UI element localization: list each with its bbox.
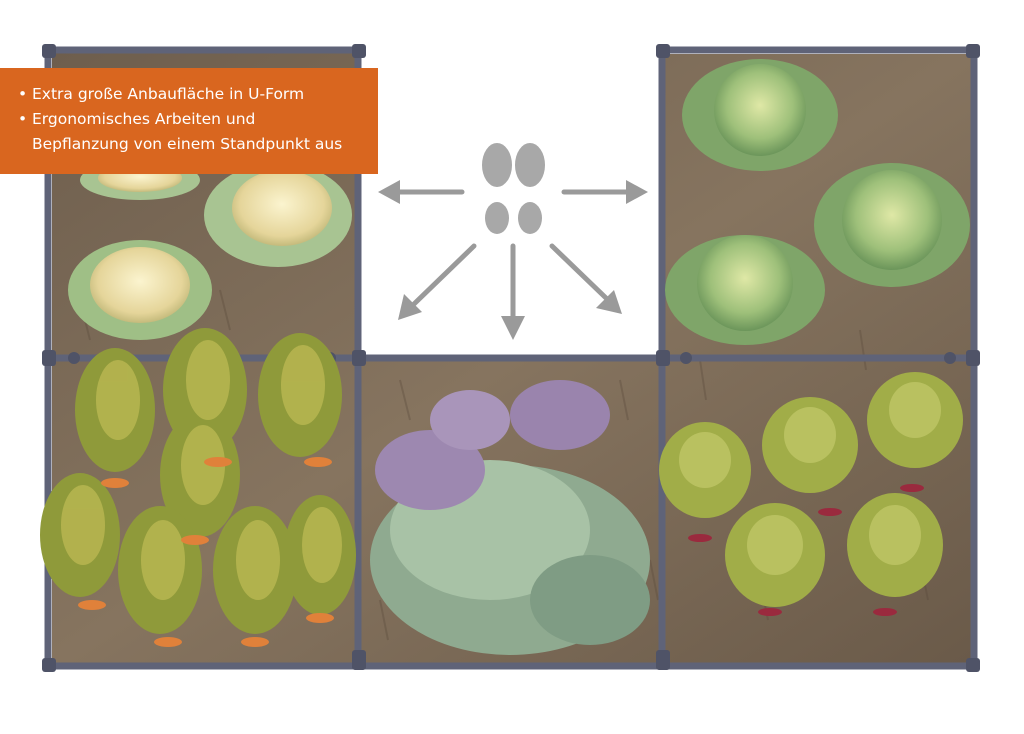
arrow-down-left-icon: [398, 243, 477, 320]
feature-line-1: •Extra große Anbaufläche in U-Form: [18, 82, 378, 107]
feature-banner: •Extra große Anbaufläche in U-Form •Ergo…: [0, 68, 378, 174]
arrow-left-icon: [378, 180, 465, 204]
arrow-down-icon: [501, 243, 525, 340]
cabbage-plant: [814, 163, 970, 287]
bullet-icon: •: [18, 85, 28, 103]
arrow-right-icon: [561, 180, 648, 204]
cauliflower-plant: [204, 163, 352, 267]
cauliflower-group: [68, 160, 352, 340]
radish-plants: [659, 372, 963, 616]
feature-line-2: •Ergonomisches Arbeiten und: [18, 107, 378, 132]
cabbage-plant: [665, 235, 825, 345]
cauliflower-plant: [68, 240, 212, 340]
arrow-down-right-icon: [549, 243, 622, 314]
carrot-plants: [40, 328, 356, 647]
cabbage-group: [665, 59, 970, 345]
herb-plants: [370, 380, 650, 655]
footprints-icon: [482, 143, 545, 234]
feature-line-3: Bepflanzung von einem Standpunkt aus: [32, 135, 343, 153]
bullet-icon: •: [18, 110, 28, 128]
cabbage-plant: [682, 59, 838, 171]
frame-connectors: [42, 44, 980, 672]
